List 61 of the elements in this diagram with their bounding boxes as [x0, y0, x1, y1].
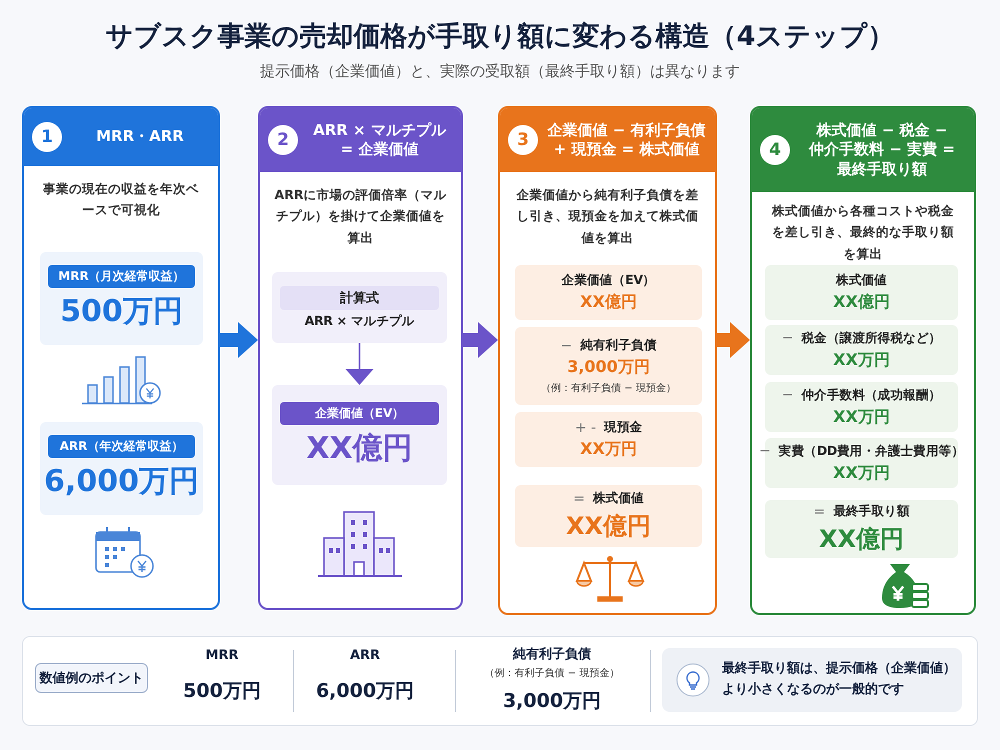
description-text: 企業価値から純有利子負債を差し引き、現預金を加えて株式価値を算出 [516, 186, 700, 246]
step-number: 4 [760, 135, 790, 165]
amount-value: XX億円 [566, 511, 651, 542]
amount-value: XX億円 [306, 430, 413, 468]
note-text: （例：有利子負債 − 現預金） [541, 382, 676, 395]
item-label: 実費（DD費用・弁護士費用等） [778, 442, 964, 460]
description-text: ARRに市場の評価倍率（マルチプル）を掛けて企業価値を算出 [274, 186, 447, 246]
operator-sign: + - [574, 420, 596, 436]
step-heading: 企業価値 − 有利子負債 + 現預金 = 株式価値 [546, 120, 706, 160]
operator-sign: = [573, 490, 585, 506]
amount-value: XX万円 [833, 462, 890, 484]
amount-value: XX万円 [580, 439, 637, 460]
operator-sign: − [759, 443, 771, 459]
amount-value: XX億円 [833, 292, 890, 313]
title: サブスク事業の売却価格が手取り額に変わる構造（4ステップ） [104, 20, 896, 54]
step-number: 3 [508, 125, 538, 155]
step-number: 1 [32, 122, 62, 152]
label-band: 計算式 [280, 286, 439, 310]
label-band: ARR（年次経常収益） [48, 435, 195, 458]
step-heading: ARR × マルチプル = 企業価値 [312, 120, 448, 160]
item-label: 株式価値 [592, 490, 644, 507]
amount-value: XX億円 [580, 292, 637, 313]
arrow [717, 322, 750, 358]
amount-value: 6,000万円 [44, 463, 199, 501]
step-heading: MRR・ARR [95, 127, 185, 147]
operator-sign: = [814, 504, 826, 520]
description-text: 株式価値から各種コストや税金を差し引き、最終的な手取り額を算出 [770, 202, 955, 262]
column-heading: MRR [204, 648, 240, 663]
label-band: MRR（月次経常収益） [48, 265, 195, 288]
badge: 数値例のポイント [35, 663, 148, 693]
amount-value: 500万円 [182, 679, 262, 704]
step-number: 2 [268, 125, 298, 155]
item-label: ARR × マルチプル [304, 312, 414, 330]
arrow [346, 343, 374, 385]
amount-value: 3,000万円 [567, 357, 650, 378]
column-heading: 純有利子負債 [512, 646, 592, 663]
item-label: 仲介手数料（成功報酬） [802, 386, 942, 404]
item-label: 税金（譲渡所得税など） [802, 330, 942, 346]
arrow [220, 322, 258, 358]
item-label: 純有利子負債 [580, 337, 656, 354]
arrow [463, 322, 498, 358]
amount-value: XX万円 [833, 350, 890, 370]
column-heading: 3,000万円 [502, 689, 602, 714]
step-heading: 株式価値 − 税金 − 仲介手数料 − 実費 = 最終手取り額 [808, 120, 956, 180]
column-heading: ARR [348, 648, 382, 663]
operator-sign: − [560, 338, 572, 354]
label-band: 企業価値（EV） [280, 402, 439, 424]
item-label: 現預金 [604, 419, 642, 436]
amount-value: XX億円 [818, 524, 904, 555]
operator-sign: − [782, 330, 794, 346]
item-label: 最終手取り額 [833, 503, 910, 520]
item-label: 企業価値（EV） [562, 272, 656, 289]
amount-value: 500万円 [60, 293, 183, 331]
note-text: （例：有利子負債 − 現預金） [484, 666, 620, 680]
description-text: 事業の現在の収益を年次ベースで可視化 [42, 180, 200, 220]
amount-value: XX万円 [833, 406, 890, 428]
operator-sign: − [782, 387, 794, 403]
amount-value: 6,000万円 [314, 679, 416, 704]
tip-text: 最終手取り額は、提示価格（企業価値）より小さくなるのが一般的です [722, 660, 957, 699]
subtitle: 提示価格（企業価値）と、実際の受取額（最終手取り額）は異なります [259, 62, 741, 81]
item-label: 株式価値 [836, 272, 887, 289]
